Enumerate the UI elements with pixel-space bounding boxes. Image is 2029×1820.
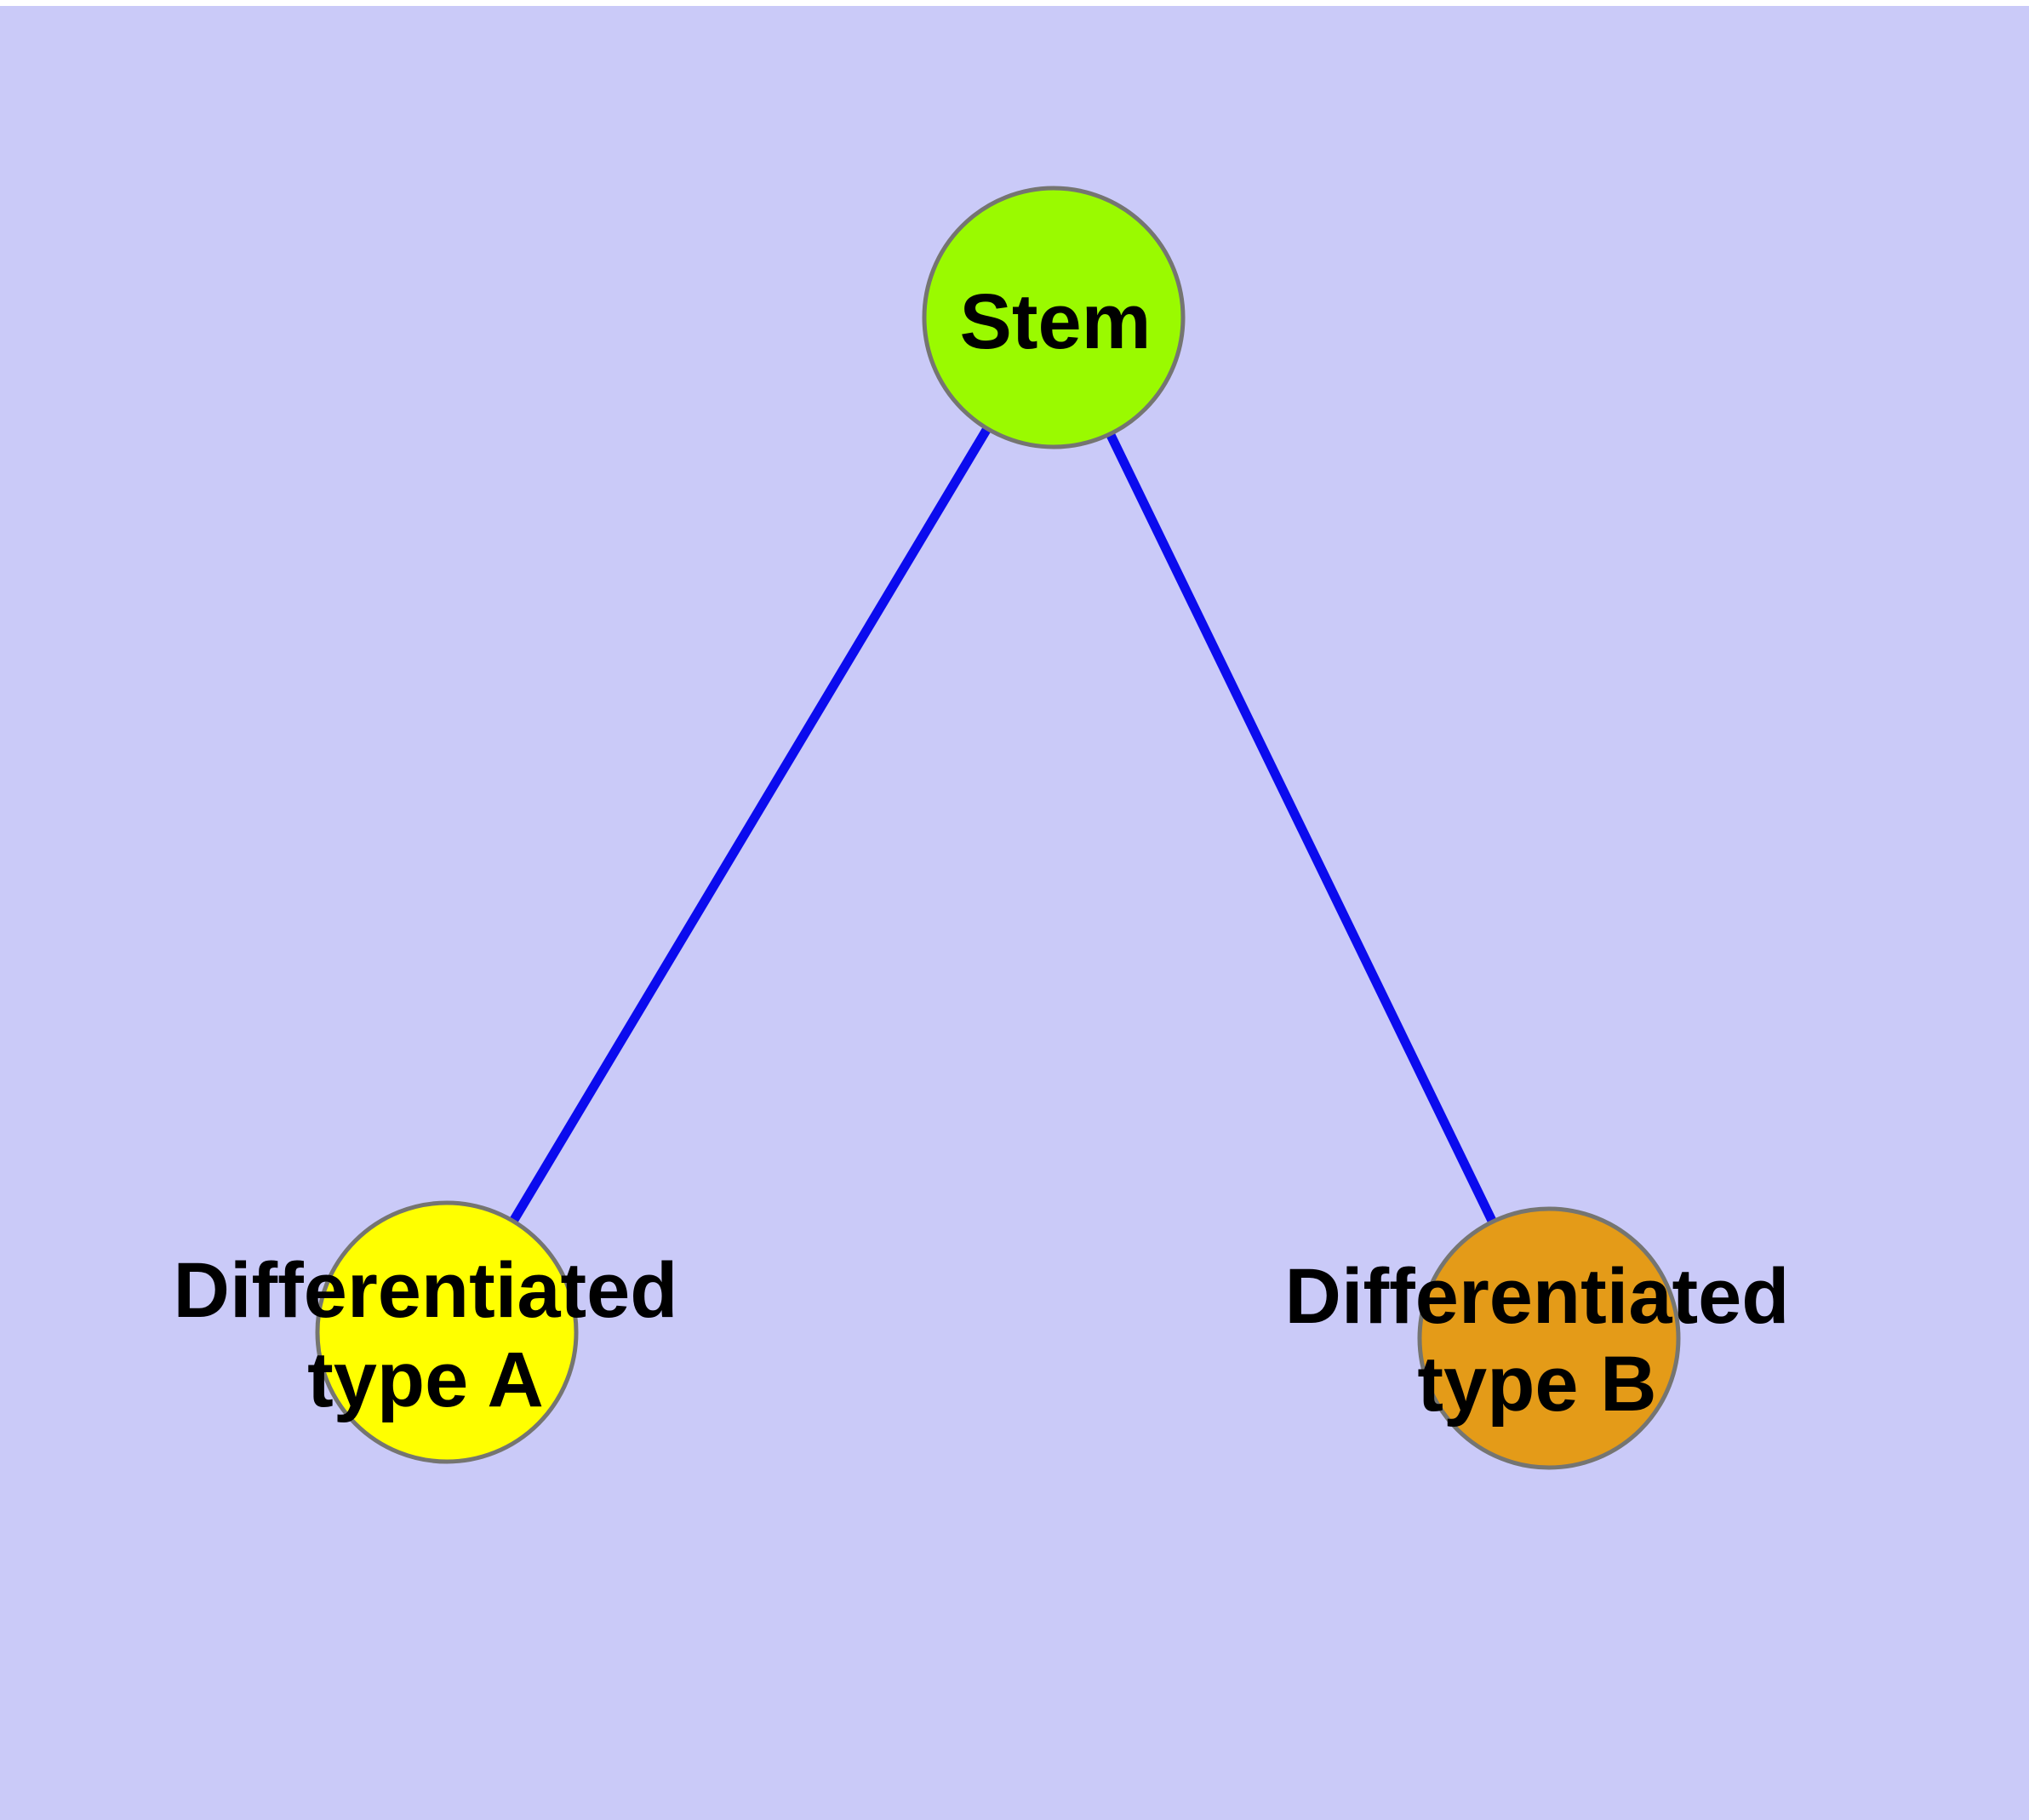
type-b-node-label-line-1: Differentiated xyxy=(1285,1253,1790,1340)
type-b-node-label-line-2: type B xyxy=(1417,1341,1656,1428)
node-type-b-circle xyxy=(1417,1206,1681,1470)
edge-stem-to-type-b xyxy=(1049,315,1553,1341)
node-type-a-circle xyxy=(315,1200,579,1464)
node-stem-circle xyxy=(922,186,1186,449)
stem-node-label: Stem xyxy=(960,278,1152,365)
type-a-node-label-line-2: type A xyxy=(307,1336,544,1423)
type-a-node-label-line-1: Differentiated xyxy=(174,1247,678,1334)
edge-stem-to-type-a xyxy=(443,315,1058,1335)
